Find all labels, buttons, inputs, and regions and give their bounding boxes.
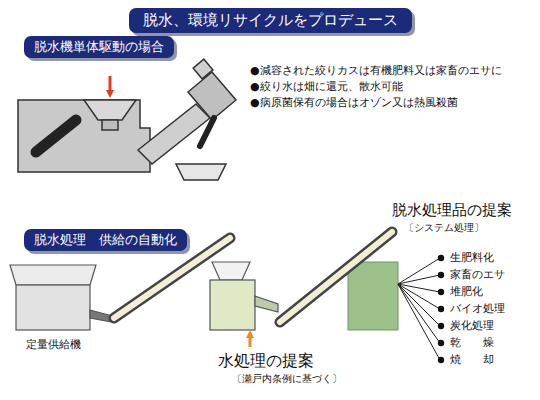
dewatering-unit	[210, 262, 278, 330]
list-item: 堆肥化	[450, 285, 483, 299]
list-dot	[438, 357, 444, 363]
title-banner: 脱水、環境リサイクルをプロデュース	[129, 8, 412, 33]
list-item: 乾燥	[450, 336, 516, 350]
section-band: 脱水機単体駆動の場合	[24, 36, 174, 58]
input-arrow	[109, 76, 112, 94]
bullet-note: ●病原菌保有の場合はオゾン又は熱風殺菌	[250, 96, 458, 110]
list-dot	[438, 340, 444, 346]
water-arrow	[249, 334, 252, 347]
processing-box	[348, 262, 398, 330]
fan-lines	[398, 255, 444, 363]
list-dot	[438, 323, 444, 329]
feeder	[10, 265, 112, 330]
list-item: 炭化処理	[450, 319, 494, 333]
heading-label: 脱水処理品の提案	[392, 201, 512, 220]
list-item: 生肥料化	[450, 251, 494, 265]
machine-label: 定量供給機	[26, 338, 81, 352]
conveyor	[280, 232, 392, 322]
sub-label: 〔システム処理〕	[404, 222, 484, 235]
leader-line	[398, 275, 440, 284]
list-dot	[438, 255, 444, 261]
list-dot	[438, 272, 444, 278]
list-item: 家畜のエサ	[450, 268, 505, 282]
list-item: 焼却	[450, 353, 516, 367]
heading-label: 水処理の提案	[218, 351, 314, 371]
list-dot	[438, 306, 444, 312]
title-text: 脱水、環境リサイクルをプロデュース	[143, 11, 398, 29]
leader-line	[398, 284, 440, 360]
sub-label: 〔瀬戸内条例に基づく〕	[232, 373, 342, 386]
leader-line	[398, 284, 440, 343]
section-text: 脱水機単体駆動の場合	[34, 39, 164, 54]
leader-line	[398, 258, 440, 284]
bullet-note: ●減容された絞りカスは有機肥料又は家畜のエサに	[250, 64, 502, 78]
list-dot	[438, 289, 444, 295]
section-text: 脱水処理 供給の自動化	[34, 232, 177, 247]
list-item: バイオ処理	[450, 302, 505, 316]
section-band: 脱水処理 供給の自動化	[24, 229, 187, 251]
dewatering-machine	[18, 59, 236, 180]
bullet-note: ●絞り水は畑に還元、散水可能	[250, 80, 403, 94]
leader-line	[398, 284, 440, 326]
